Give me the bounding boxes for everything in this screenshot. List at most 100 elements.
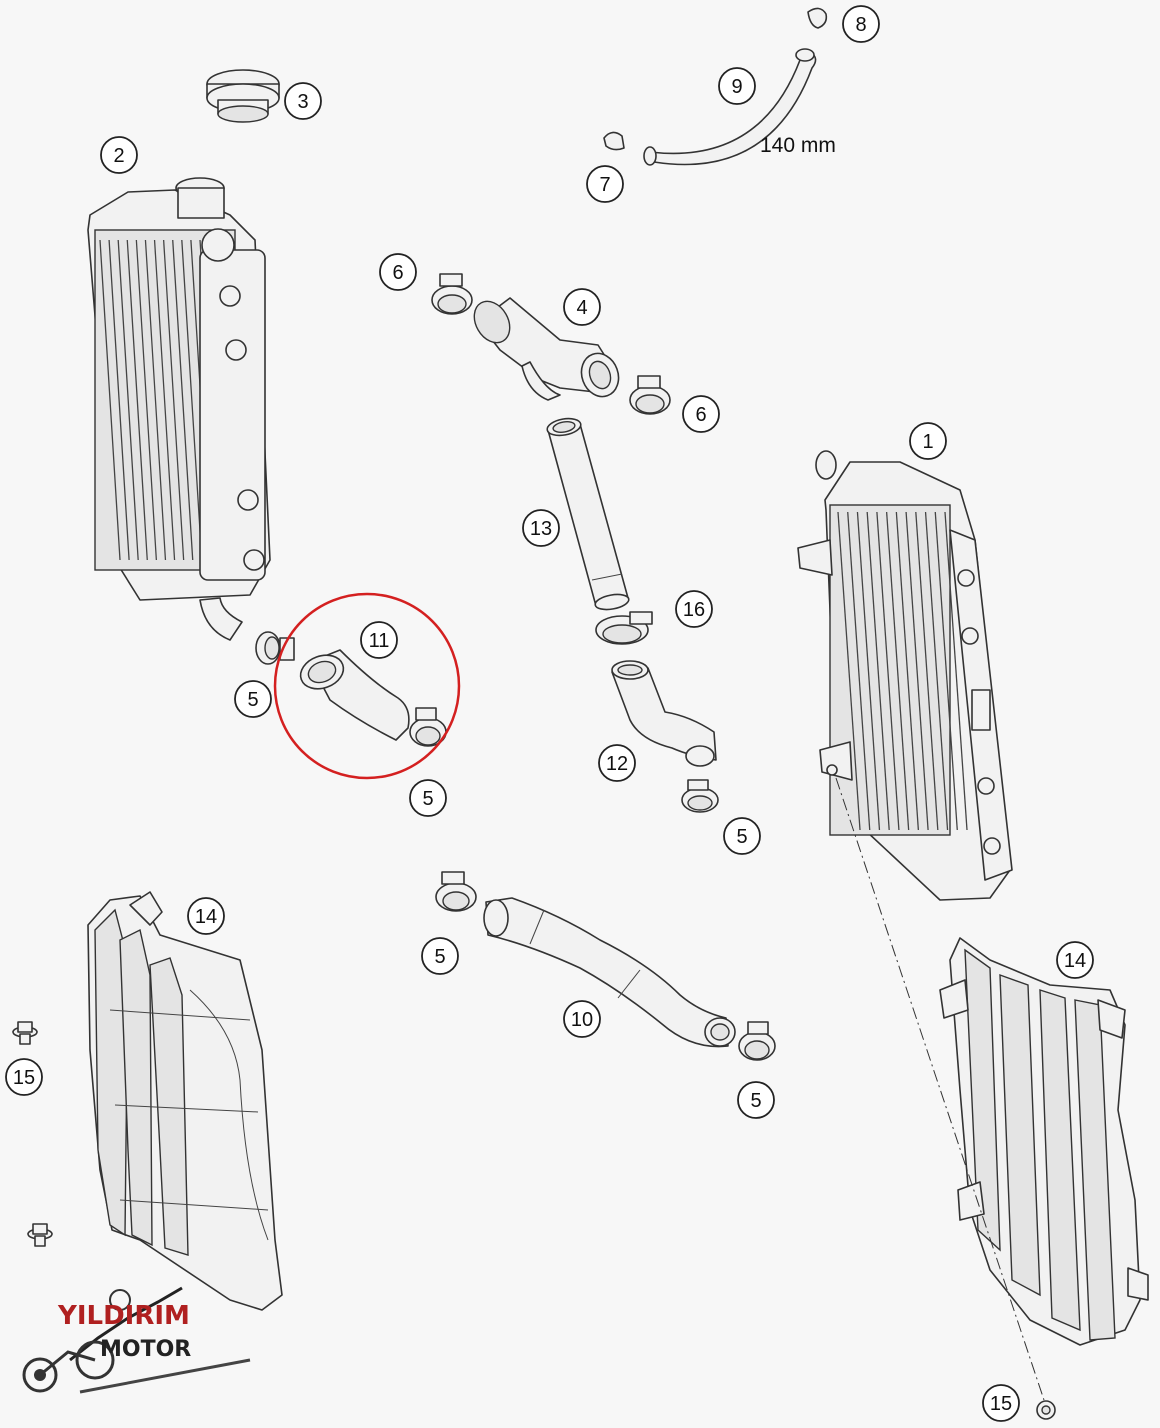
radiator-fin (162, 239, 185, 561)
callout-number: 5 (247, 689, 258, 711)
callout-number: 3 (297, 91, 308, 113)
logo-text-line2: MOTOR (100, 1337, 191, 1362)
callout-circle (409, 779, 447, 817)
callout-number: 13 (530, 518, 552, 540)
callout-number: 16 (683, 599, 705, 621)
hose-11 (299, 649, 410, 741)
radiator-fin (885, 511, 910, 831)
callout-circle (360, 621, 398, 659)
hose-clamp-5-bottom-right (738, 1021, 776, 1061)
callout-6: 6 (682, 395, 720, 433)
callout-2: 2 (100, 136, 138, 174)
radiator-fin (144, 239, 167, 561)
radiator-fin (117, 239, 139, 561)
callout-3: 3 (284, 82, 322, 120)
hose-clamp-5-mid (409, 707, 447, 747)
callout-circle (5, 1058, 43, 1096)
bolt-15-left-top (12, 1021, 38, 1045)
radiator-fin (135, 239, 158, 561)
hose-clamp-6-right (629, 375, 671, 415)
callout-circle (718, 67, 756, 105)
callout-number: 4 (576, 297, 587, 319)
callout-14: 14 (1056, 941, 1094, 979)
callout-10: 10 (563, 1000, 601, 1038)
callout-number: 10 (571, 1009, 593, 1031)
callout-circle (284, 82, 322, 120)
callout-14: 14 (187, 897, 225, 935)
callout-number: 5 (422, 788, 433, 810)
radiator-cap (206, 69, 280, 123)
callout-number: 8 (855, 14, 866, 36)
radiator-fin (856, 511, 881, 831)
callout-number: 1 (922, 431, 933, 453)
callout-circle (234, 680, 272, 718)
radiator-fin (944, 511, 968, 831)
callout-5: 5 (421, 937, 459, 975)
callout-number: 6 (695, 404, 706, 426)
callout-circle (1056, 941, 1094, 979)
callout-5: 5 (723, 817, 761, 855)
hose-10 (483, 897, 736, 1048)
radiator-guard-left (87, 891, 283, 1311)
hose-clamp-5-lower (681, 779, 719, 813)
callout-5: 5 (234, 680, 272, 718)
callout-circle (100, 136, 138, 174)
callout-1: 1 (909, 422, 947, 460)
callout-circle (909, 422, 947, 460)
callout-number: 5 (750, 1090, 761, 1112)
radiator-fin (934, 511, 958, 831)
radiator-fin (181, 239, 203, 561)
hose-clamp-6-top (431, 273, 473, 315)
radiator-fin (866, 511, 890, 831)
callout-4: 4 (563, 288, 601, 326)
callout-circle (842, 5, 880, 43)
hose-12 (611, 660, 717, 767)
callout-7: 7 (586, 165, 624, 203)
callout-number: 9 (731, 76, 742, 98)
callout-number: 15 (990, 1393, 1012, 1415)
bolt-15-right (1036, 1400, 1056, 1420)
callout-circle (522, 509, 560, 547)
callout-circle (586, 165, 624, 203)
radiator-fin (126, 239, 148, 561)
callout-number: 11 (369, 630, 390, 652)
dimension-label: 140 mm (760, 134, 836, 157)
radiator-fin (915, 511, 939, 831)
radiator-fin (847, 511, 871, 831)
callout-circle (675, 590, 713, 628)
brand-logo: YILDIRIM MOTOR (22, 1286, 251, 1394)
hose-clamp-16 (595, 611, 653, 645)
highlight-circle (273, 592, 461, 780)
callout-5: 5 (409, 779, 447, 817)
callout-circle (187, 897, 225, 935)
callout-16: 16 (675, 590, 713, 628)
radiator-fin (153, 239, 176, 561)
callout-circle (982, 1384, 1020, 1422)
callout-number: 12 (606, 753, 628, 775)
callout-9: 9 (718, 67, 756, 105)
callout-11: 11 (360, 621, 398, 659)
radiator-fin (108, 239, 130, 561)
callout-circle (421, 937, 459, 975)
radiator-fin (172, 239, 194, 561)
radiator-fin (895, 511, 920, 831)
radiator-left (87, 177, 271, 641)
radiator-fin (837, 511, 861, 831)
callout-8: 8 (842, 5, 880, 43)
callout-circle (563, 1000, 601, 1038)
radiator-fin (876, 511, 900, 831)
radiator-fin (99, 239, 121, 561)
callout-number: 14 (1064, 950, 1086, 972)
callout-15: 15 (982, 1384, 1020, 1422)
bleed-hose (603, 7, 828, 166)
hose-13 (546, 417, 630, 611)
logo-text-line1: YILDIRIM (57, 1301, 190, 1331)
callout-13: 13 (522, 509, 560, 547)
radiator-guard-right (939, 937, 1149, 1346)
callout-number: 7 (599, 174, 610, 196)
callout-5: 5 (737, 1081, 775, 1119)
thermostat-housing (473, 297, 620, 401)
bolt-15-left-bottom (27, 1223, 53, 1247)
